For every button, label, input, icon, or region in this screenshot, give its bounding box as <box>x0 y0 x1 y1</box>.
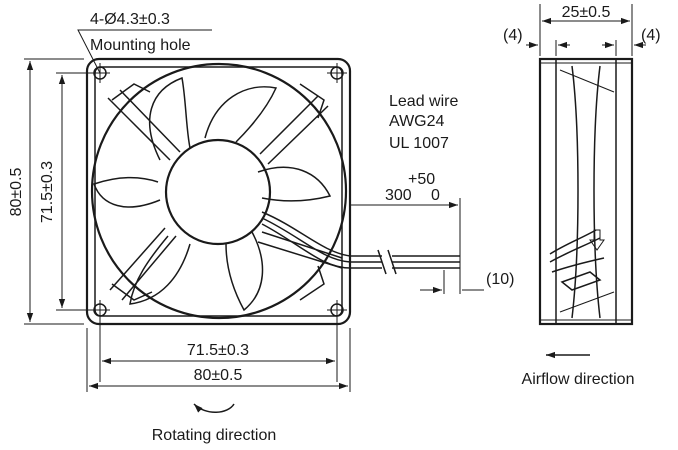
fan-frame-outline <box>85 57 352 326</box>
rotation-arrow-icon <box>193 403 235 413</box>
dim-width-outer-label: 80±0.5 <box>194 367 243 384</box>
dim-flange-left-label: (4) <box>503 27 523 44</box>
lead-wire-title: Lead wire <box>389 93 458 110</box>
front-view: 80±0.5 71.5±0.3 71.5±0.3 80±0.5 4-Ø4.3±0… <box>8 11 460 444</box>
support-spokes <box>107 89 343 301</box>
wire-latch-icon <box>589 229 605 251</box>
dim-height-pitch-label: 71.5±0.3 <box>39 161 56 223</box>
side-frame <box>538 57 634 326</box>
side-view: 25±0.5 (4) (4) Airflow direction <box>503 4 661 388</box>
side-wire-exit <box>549 229 605 291</box>
airflow-label: Airflow direction <box>522 371 635 388</box>
mounting-hole-top-right <box>327 63 347 83</box>
wire-length-value: 300 <box>385 187 412 204</box>
mounting-hole-bottom-right <box>327 300 347 320</box>
wire-length-tolerance: +50 <box>408 171 435 188</box>
dim-height-outer-label: 80±0.5 <box>8 167 25 216</box>
dim-width-outer-lines <box>86 328 351 392</box>
corner-gussets <box>111 83 325 301</box>
dim-height-pitch-lines <box>56 72 92 311</box>
wire-end-strip-label: (10) <box>486 271 514 288</box>
lead-wire-gauge: AWG24 <box>389 113 445 130</box>
lead-wire-bundle <box>261 211 460 275</box>
wire-length-lower: 0 <box>431 187 440 204</box>
dim-flange-right-label: (4) <box>641 27 661 44</box>
dim-height-outer-lines <box>24 58 84 325</box>
hub <box>164 138 272 246</box>
dim-thickness-label: 25±0.5 <box>562 4 611 21</box>
rotation-label: Rotating direction <box>152 427 277 444</box>
mounting-hole-leader <box>77 29 212 74</box>
mounting-hole-bottom-left <box>90 300 110 320</box>
dim-width-pitch-label: 71.5±0.3 <box>187 342 249 359</box>
mounting-hole-spec: 4-Ø4.3±0.3 <box>90 11 170 28</box>
dim-width-pitch-lines <box>99 318 338 382</box>
lead-wire-callout: Lead wire AWG24 UL 1007 +50 300 0 (10) <box>350 93 514 294</box>
lead-wire-standard: UL 1007 <box>389 135 449 152</box>
impeller-blades <box>93 76 332 312</box>
mounting-hole-label: Mounting hole <box>90 37 191 54</box>
venturi-circle <box>90 62 348 320</box>
fan-frame-inner <box>94 66 343 317</box>
